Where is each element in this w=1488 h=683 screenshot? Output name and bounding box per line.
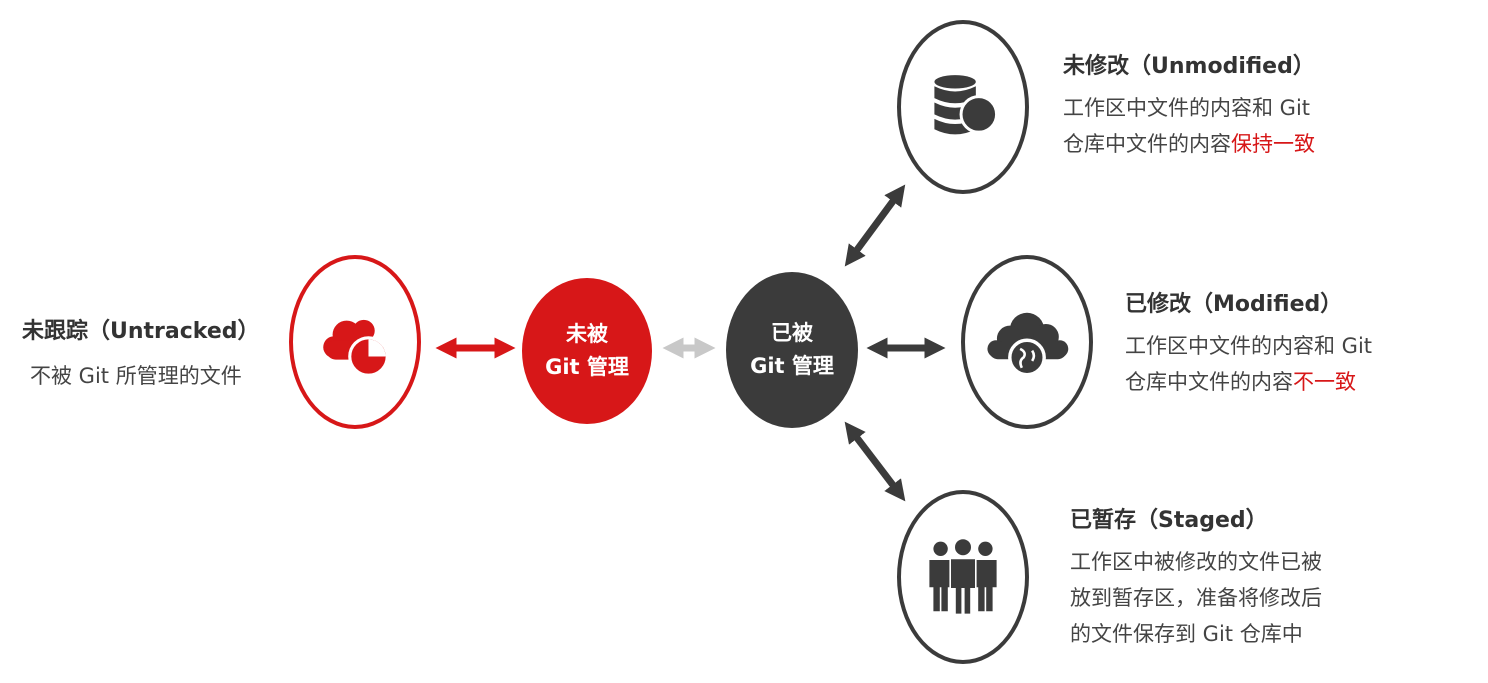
untracked-title: 未跟踪（Untracked） [22,319,260,344]
staged-circle [897,490,1029,664]
unmodified-circle [897,20,1029,194]
managed-node: 已被 Git 管理 [726,272,858,428]
modified-circle [961,255,1093,429]
database-icon [934,75,999,135]
staged-line1: 工作区中被修改的文件已被 [1070,550,1322,574]
staged-line3: 的文件保存到 Git 仓库中 [1070,622,1303,646]
staged-line2: 放到暂存区，准备将修改后 [1070,586,1322,610]
people-icon [929,539,997,616]
modified-line2-highlight: 不一致 [1293,370,1356,394]
unmodified-line2-highlight: 保持一致 [1231,132,1315,156]
managed-line1: 已被 [771,321,813,346]
unmodified-title: 未修改（Unmodified） [1063,54,1315,79]
unmodified-line1: 工作区中文件的内容和 Git [1063,96,1311,120]
cloud-globe-icon [987,312,1069,377]
modified-line2-prefix: 仓库中文件的内容 [1125,370,1293,394]
untracked-circle [289,255,421,429]
untracked-desc: 不被 Git 所管理的文件 [30,358,242,394]
modified-title: 已修改（Modified） [1125,292,1343,317]
modified-line1: 工作区中文件的内容和 Git [1125,334,1373,358]
arrow-managed-unmodified [844,184,906,267]
not-managed-node: 未被 Git 管理 [522,278,652,424]
cloud-pie-icon [323,319,389,377]
staged-desc: 工作区中被修改的文件已被 放到暂存区，准备将修改后 的文件保存到 Git 仓库中 [1070,544,1322,652]
staged-title: 已暂存（Staged） [1070,508,1268,533]
unmodified-line2-prefix: 仓库中文件的内容 [1063,132,1231,156]
modified-desc: 工作区中文件的内容和 Git 仓库中文件的内容不一致 [1125,328,1372,400]
not-managed-line1: 未被 [566,322,608,347]
arrow-managed-staged [844,421,906,502]
not-managed-line2: Git 管理 [545,355,629,379]
managed-line2: Git 管理 [750,354,834,378]
unmodified-desc: 工作区中文件的内容和 Git 仓库中文件的内容保持一致 [1063,90,1315,162]
untracked-desc-text: 不被 Git 所管理的文件 [30,364,242,388]
